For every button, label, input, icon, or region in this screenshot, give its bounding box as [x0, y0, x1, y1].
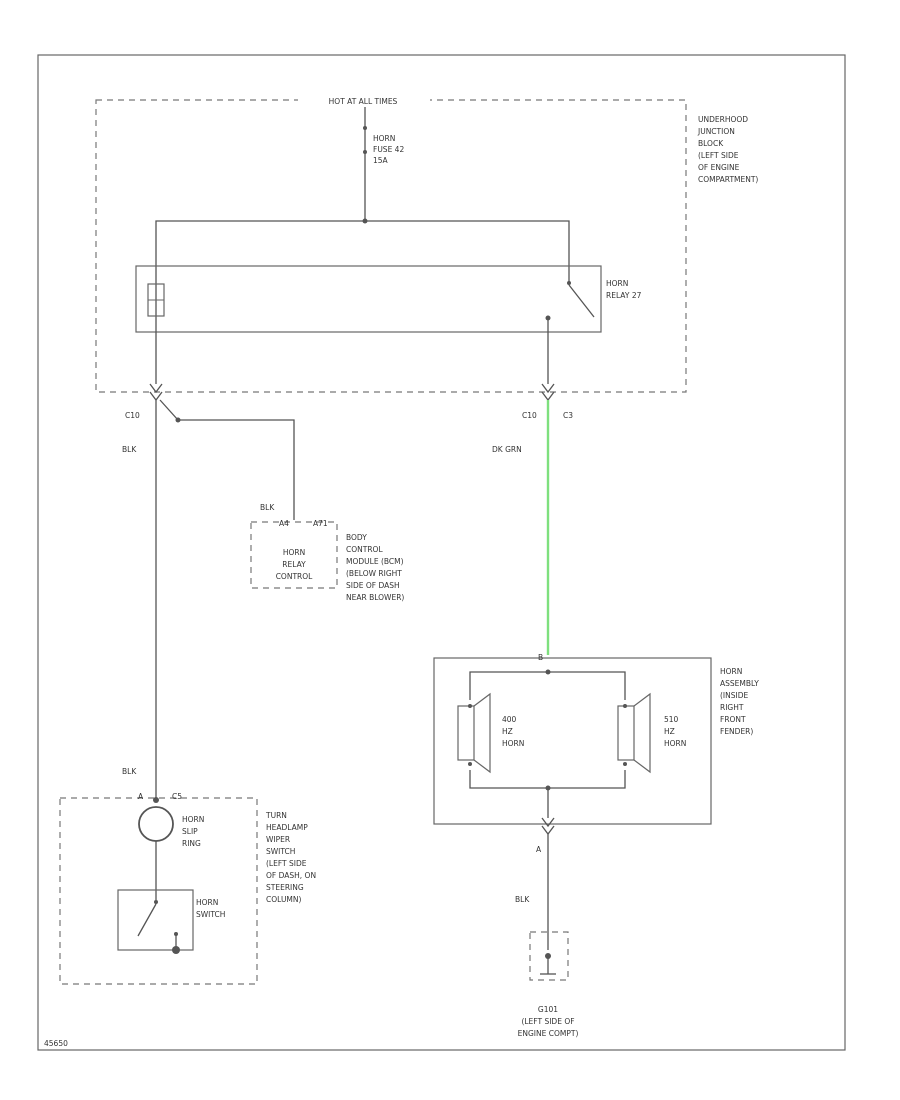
- underhood-junction-block: [95, 99, 687, 393]
- svg-text:B: B: [538, 653, 543, 662]
- right-wire-color: DK GRN: [492, 445, 522, 454]
- svg-text:HORN: HORN: [373, 134, 395, 143]
- svg-text:SWITCH: SWITCH: [196, 910, 225, 919]
- switch-assembly-label: TURN HEADLAMP WIPER SWITCH (LEFT SIDE OF…: [265, 811, 316, 904]
- svg-text:C5: C5: [172, 792, 182, 801]
- ground-wire-color: BLK: [515, 895, 530, 904]
- horn-right-label: 510 HZ HORN: [664, 715, 686, 748]
- svg-text:TURN: TURN: [265, 811, 287, 820]
- svg-text:HORN: HORN: [606, 279, 628, 288]
- svg-text:JUNCTION: JUNCTION: [697, 127, 735, 136]
- svg-text:HORN: HORN: [182, 815, 204, 824]
- svg-text:BODY: BODY: [346, 533, 367, 542]
- svg-text:STEERING: STEERING: [266, 883, 304, 892]
- svg-text:HORN: HORN: [502, 739, 524, 748]
- horn-assembly-label: HORN ASSEMBLY (INSIDE RIGHT FRONT FENDER…: [720, 667, 759, 736]
- svg-text:COMPARTMENT): COMPARTMENT): [698, 175, 758, 184]
- right-connector-label-a: C10: [522, 411, 537, 420]
- horn-relay: [135, 265, 602, 333]
- svg-text:HORN: HORN: [720, 667, 742, 676]
- svg-text:(INSIDE: (INSIDE: [720, 691, 748, 700]
- svg-text:15A: 15A: [373, 156, 389, 165]
- ground-label: G101 (LEFT SIDE OF ENGINE COMPT): [518, 1005, 579, 1038]
- svg-text:UNDERHOOD: UNDERHOOD: [698, 115, 748, 124]
- svg-text:SLIP: SLIP: [182, 827, 198, 836]
- svg-text:A4: A4: [279, 519, 289, 528]
- right-connector-label-b: C3: [563, 411, 573, 420]
- svg-text:HZ: HZ: [502, 727, 513, 736]
- horn-right-icon: [617, 692, 651, 774]
- figure-code: 45650: [44, 1039, 68, 1048]
- svg-text:HORN: HORN: [196, 898, 218, 907]
- svg-text:400: 400: [502, 715, 517, 724]
- horn-fuse-label: HORN FUSE 42 15A: [373, 134, 404, 165]
- horn-slip-ring: [138, 806, 174, 842]
- horn-relay-label: HORN RELAY 27: [606, 279, 642, 300]
- svg-text:RING: RING: [182, 839, 201, 848]
- horn-assembly: [433, 657, 712, 825]
- svg-text:CONTROL: CONTROL: [276, 572, 313, 581]
- svg-text:OF ENGINE: OF ENGINE: [698, 163, 740, 172]
- horn-left-label: 400 HZ HORN: [502, 715, 524, 748]
- svg-text:HZ: HZ: [664, 727, 675, 736]
- hot-at-all-times-label: HOT AT ALL TIMES: [329, 97, 398, 106]
- svg-text:(BELOW RIGHT: (BELOW RIGHT: [346, 569, 402, 578]
- svg-text:(LEFT SIDE: (LEFT SIDE: [266, 859, 307, 868]
- svg-text:FUSE 42: FUSE 42: [373, 145, 404, 154]
- horn-relay-control-label: HORN RELAY CONTROL: [276, 548, 313, 581]
- switch-wire-color: BLK: [122, 767, 137, 776]
- svg-text:FRONT: FRONT: [720, 715, 746, 724]
- svg-text:BLOCK: BLOCK: [698, 139, 724, 148]
- bcm-wire-color: BLK: [260, 503, 275, 512]
- left-wire-color: BLK: [122, 445, 137, 454]
- svg-text:510: 510: [664, 715, 679, 724]
- svg-text:A71: A71: [313, 519, 328, 528]
- svg-text:RELAY: RELAY: [282, 560, 306, 569]
- bcm-location-label: BODY CONTROL MODULE (BCM) (BELOW RIGHT S…: [346, 533, 404, 602]
- svg-text:(LEFT SIDE OF: (LEFT SIDE OF: [521, 1017, 574, 1026]
- svg-text:FENDER): FENDER): [720, 727, 753, 736]
- svg-text:G101: G101: [538, 1005, 558, 1014]
- svg-text:WIPER: WIPER: [266, 835, 290, 844]
- svg-text:HORN: HORN: [664, 739, 686, 748]
- svg-text:SWITCH: SWITCH: [266, 847, 295, 856]
- svg-text:ENGINE COMPT): ENGINE COMPT): [518, 1029, 579, 1038]
- svg-text:OF DASH, ON: OF DASH, ON: [266, 871, 316, 880]
- svg-text:CONTROL: CONTROL: [346, 545, 383, 554]
- svg-text:RELAY 27: RELAY 27: [606, 291, 642, 300]
- svg-text:NEAR BLOWER): NEAR BLOWER): [346, 593, 404, 602]
- horn-switch-label: HORN SWITCH: [196, 898, 225, 919]
- horn-switch: [117, 889, 194, 951]
- svg-text:HORN: HORN: [283, 548, 305, 557]
- svg-text:COLUMN): COLUMN): [266, 895, 302, 904]
- ground-g101-icon: [529, 931, 569, 981]
- turn-headlamp-wiper-switch: [59, 797, 258, 985]
- svg-text:ASSEMBLY: ASSEMBLY: [720, 679, 759, 688]
- svg-text:RIGHT: RIGHT: [720, 703, 744, 712]
- left-connector-label: C10: [125, 411, 140, 420]
- svg-text:A: A: [536, 845, 542, 854]
- svg-text:MODULE (BCM): MODULE (BCM): [346, 557, 404, 566]
- svg-text:(LEFT SIDE: (LEFT SIDE: [698, 151, 739, 160]
- diagram-frame: [37, 54, 846, 1051]
- svg-text:SIDE OF DASH: SIDE OF DASH: [346, 581, 400, 590]
- slip-ring-label: HORN SLIP RING: [182, 815, 204, 848]
- horn-left-icon: [457, 692, 491, 774]
- svg-text:A: A: [138, 792, 144, 801]
- underhood-junction-label: UNDERHOOD JUNCTION BLOCK (LEFT SIDE OF E…: [697, 115, 758, 184]
- svg-text:HEADLAMP: HEADLAMP: [266, 823, 308, 832]
